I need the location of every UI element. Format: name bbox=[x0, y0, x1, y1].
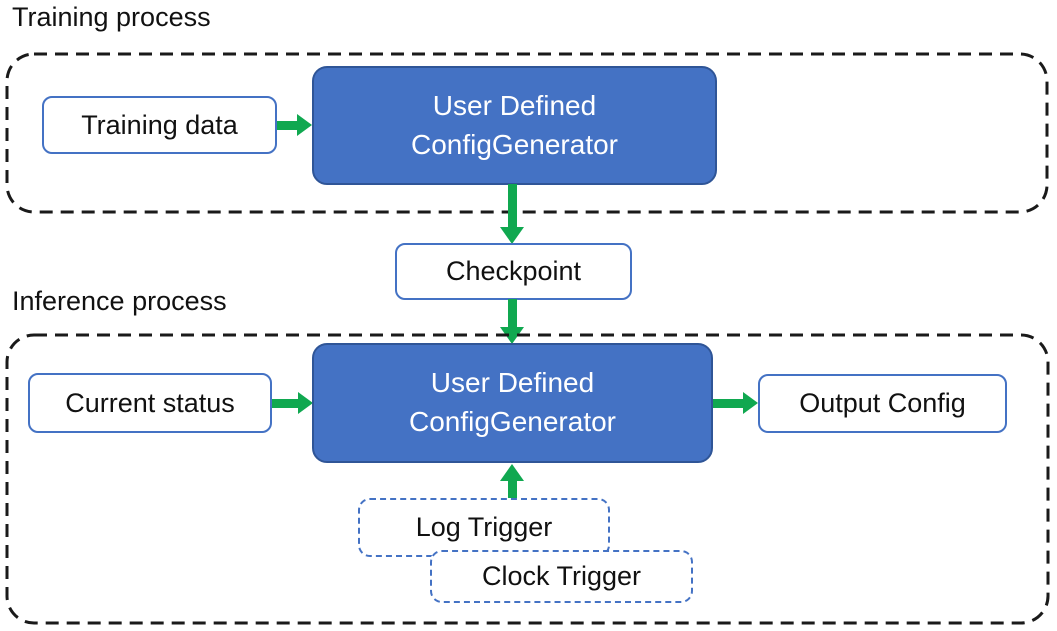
current-status-label: Current status bbox=[65, 387, 235, 418]
inference-process-label: Inference process bbox=[12, 286, 227, 316]
inference-generator-line2: ConfigGenerator bbox=[408, 406, 616, 437]
log-trigger-node: Log Trigger bbox=[358, 498, 610, 557]
clock-trigger-label: Clock Trigger bbox=[481, 561, 642, 591]
training-process-container bbox=[5, 52, 1049, 214]
checkpoint-node: Checkpoint bbox=[395, 243, 632, 300]
current-status-node: Current status bbox=[28, 373, 272, 433]
training-config-generator-node: User Defined ConfigGenerator bbox=[312, 66, 717, 185]
clock-trigger-node: Clock Trigger bbox=[430, 550, 693, 603]
output-config-label: Output Config bbox=[799, 388, 966, 418]
training-data-label: Training data bbox=[81, 109, 238, 140]
training-generator-line1: User Defined bbox=[432, 89, 597, 121]
output-config-node: Output Config bbox=[758, 374, 1007, 433]
training-process-label: Training process bbox=[12, 2, 211, 32]
training-data-node: Training data bbox=[42, 96, 277, 154]
inference-process-container bbox=[5, 333, 1050, 625]
inference-generator-line1: User Defined bbox=[430, 367, 595, 399]
inference-config-generator-node: User Defined ConfigGenerator bbox=[312, 343, 713, 463]
log-trigger-label: Log Trigger bbox=[415, 512, 553, 542]
training-generator-line2: ConfigGenerator bbox=[410, 128, 618, 160]
checkpoint-label: Checkpoint bbox=[445, 256, 582, 286]
